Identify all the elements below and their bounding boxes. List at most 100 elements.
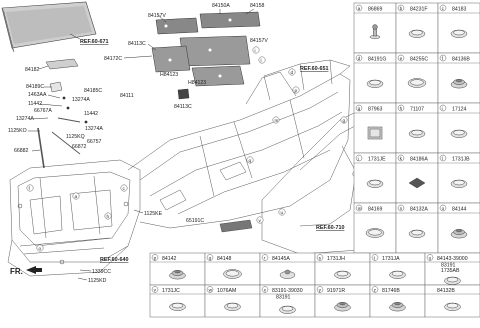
cell-letter: i — [442, 106, 443, 111]
cell-letter: d — [358, 56, 361, 61]
cell-letter: a — [358, 6, 361, 11]
svg-text:d: d — [291, 70, 294, 75]
part-code-alt: 1735AB — [441, 268, 460, 274]
parts-cell: 84132B — [424, 284, 480, 318]
cell-letter: u — [429, 255, 432, 260]
letter-circle — [439, 104, 447, 112]
svg-text:m: m — [275, 118, 279, 123]
part-code: 84143-39000 — [437, 256, 468, 262]
part-code-alt: 83191 — [441, 263, 456, 269]
parts-cell: e 84255C — [395, 52, 439, 104]
body-shell — [127, 59, 351, 229]
part-label: 84189C — [26, 84, 44, 90]
cell-letter: s — [319, 255, 322, 260]
cell-border — [369, 284, 426, 318]
round-plug-icon — [169, 302, 186, 311]
cell-letter: e — [400, 56, 403, 61]
letter-circle — [355, 154, 363, 162]
letter-circle — [439, 154, 447, 162]
part-code: 71107 — [410, 106, 424, 112]
part-code: 84144 — [452, 206, 467, 212]
part-label: 84150A — [212, 3, 230, 9]
part-code: 84255C — [410, 56, 428, 62]
cell-letter: k — [400, 156, 403, 161]
svg-text:u: u — [281, 210, 284, 215]
part-label: H84123 — [160, 72, 178, 78]
cell-letter: f — [442, 56, 444, 61]
round-plug-icon — [408, 129, 426, 138]
round-plug-icon — [279, 305, 296, 314]
dark-pad-icon — [408, 177, 426, 189]
part-code: 84142 — [162, 256, 177, 262]
part-label: 84158 — [250, 3, 265, 9]
letter-circle — [206, 254, 214, 261]
letter-circle — [206, 286, 214, 293]
cell-border — [369, 252, 426, 286]
round-plug-ribbed-icon — [450, 229, 468, 239]
round-plug-ribbed-icon — [334, 302, 351, 312]
floor-plug-strip — [219, 219, 253, 233]
part-code: 84183 — [452, 6, 467, 12]
part-label: 1125KE — [144, 211, 163, 217]
part-code: 84186A — [410, 156, 428, 162]
cell-letter: o — [442, 206, 445, 211]
cell-letter: j — [357, 156, 359, 161]
round-plug-ribbed-icon — [389, 302, 406, 312]
letter-circle — [371, 254, 379, 261]
cell-border — [437, 52, 480, 104]
part-label: 1463AA — [28, 92, 47, 98]
letter-circle — [397, 104, 405, 112]
parts-cell: a 86869 — [353, 2, 397, 54]
cell-border — [437, 202, 480, 254]
round-plug-icon — [408, 29, 426, 38]
cell-letter: l — [442, 156, 443, 161]
part-code: 83191-39030 — [272, 288, 303, 294]
part-code: 84169 — [368, 206, 383, 212]
letter-circle — [371, 286, 379, 293]
part-label: 11442 — [28, 101, 42, 107]
svg-text:v: v — [259, 218, 262, 223]
part-label: 1125KD — [88, 278, 107, 284]
part-label: 13274A — [85, 126, 103, 132]
round-plug-icon — [444, 302, 461, 311]
part-code: 84145A — [272, 256, 290, 262]
part-label: 84185C — [84, 88, 102, 94]
parts-cell: i 17124 — [437, 102, 480, 154]
letter-circle — [355, 204, 363, 212]
part-code: 84136B — [452, 56, 470, 62]
part-code: 91971R — [327, 288, 345, 294]
letter-circle — [397, 4, 405, 12]
square-pad-icon — [367, 126, 383, 140]
ref-label: REF.60-671 — [80, 39, 108, 45]
floor-insulation-pads — [151, 11, 261, 100]
svg-text:h: h — [107, 214, 110, 219]
cell-letter: c — [442, 6, 445, 11]
part-code: 86869 — [368, 6, 383, 12]
parts-cell: k 84186A — [395, 152, 439, 204]
svg-text:c: c — [123, 186, 126, 191]
cell-letter: m — [358, 206, 362, 211]
letter-circle — [355, 54, 363, 62]
ref-label: REF.60-651 — [300, 66, 328, 72]
ref-label: REF.60-640 — [100, 257, 128, 263]
ref-label: REF.60-710 — [316, 225, 344, 231]
front-direction-arrow: FR. — [10, 266, 42, 276]
part-label: 11442 — [84, 111, 98, 117]
cell-border — [437, 102, 480, 154]
cell-border — [424, 284, 480, 318]
part-code: 1731JE — [368, 156, 386, 162]
part-code: 17124 — [452, 106, 467, 112]
cell-border — [437, 2, 480, 54]
part-label: 65191C — [186, 218, 204, 224]
letter-circle — [151, 254, 159, 261]
cell-letter: v — [154, 287, 157, 292]
